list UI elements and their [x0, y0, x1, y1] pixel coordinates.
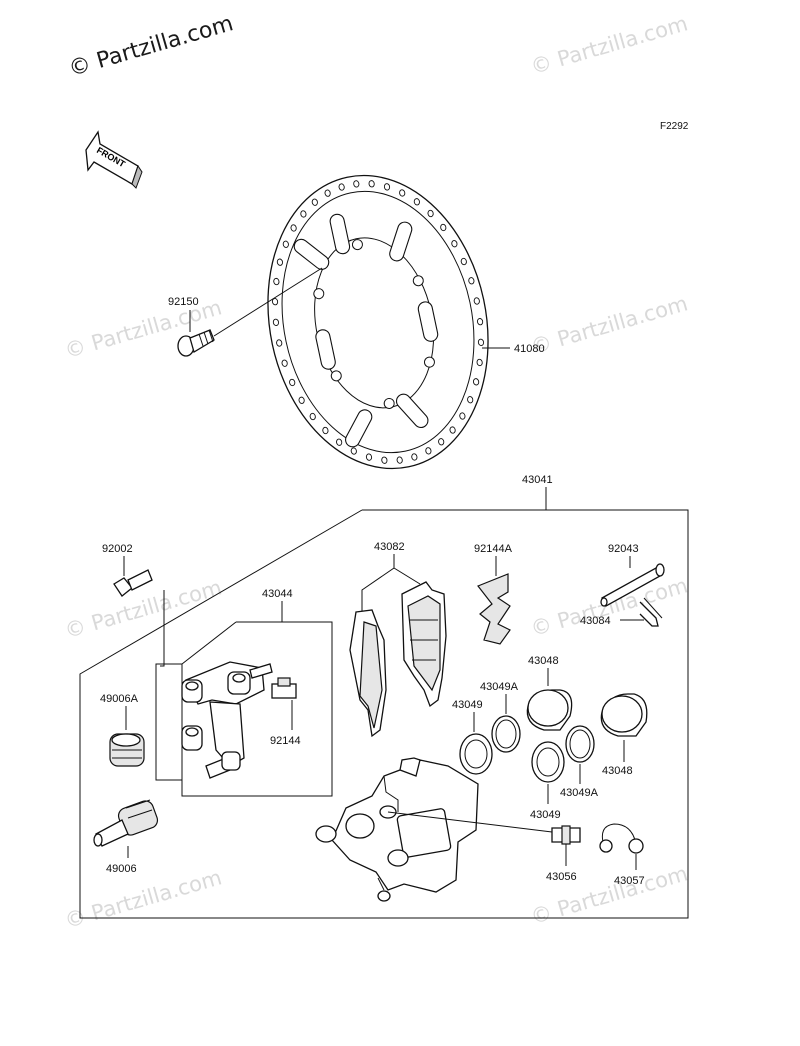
disc-hole: [460, 257, 467, 266]
bracket-frame: [155, 621, 333, 797]
disc-hole: [281, 359, 288, 367]
disc-hole: [476, 358, 483, 367]
seal-ring-right-a: [565, 725, 595, 763]
disc-hole: [396, 456, 403, 464]
disc-hole: [399, 189, 406, 197]
disc-hole: [273, 277, 280, 286]
disc-hole: [336, 438, 343, 446]
caliper-bracket: [181, 661, 273, 779]
pad-spring: [477, 573, 511, 645]
callout-92144A: 92144A: [474, 543, 513, 555]
disc-hole: [322, 426, 329, 435]
brake-disc: [267, 174, 489, 470]
seal-right: [531, 741, 565, 783]
disc-hole: [477, 338, 485, 346]
disc-hole: [353, 180, 360, 188]
front-arrow-icon: FRONT: [85, 130, 143, 189]
callout-43049-left: 43049: [452, 699, 483, 711]
seal-left: [459, 733, 493, 775]
figure-code: F2292: [660, 121, 689, 132]
disc-hole: [451, 240, 458, 248]
disc-bolt: [177, 329, 215, 357]
disc-hole: [276, 339, 283, 347]
disc-hole: [459, 412, 466, 420]
disc-hole: [311, 198, 318, 206]
pin-clip: [639, 597, 663, 627]
disc-hole: [324, 189, 331, 197]
bleeder-valve: [551, 825, 581, 866]
pad-spring-clip: [271, 677, 297, 699]
callout-41080: 41080: [514, 343, 545, 355]
disc-hole: [473, 378, 480, 386]
disc-hole: [425, 447, 432, 455]
callout-92150: 92150: [168, 296, 199, 308]
disc-hole: [365, 453, 373, 461]
disc-hole: [440, 223, 447, 232]
disc-hole: [276, 258, 283, 266]
caliper-assembly-frame: [79, 509, 689, 919]
caliper-body: [315, 757, 479, 902]
callout-43048-right: 43048: [602, 765, 633, 777]
boot-49006: [93, 799, 159, 847]
callout-43049A-right: 43049A: [560, 787, 599, 799]
disc-hole: [468, 277, 475, 285]
piston-upper: [526, 689, 573, 731]
callout-92002: 92002: [102, 543, 133, 555]
callout-43082: 43082: [374, 541, 405, 553]
disc-hole: [381, 456, 388, 464]
disc-hole: [413, 198, 420, 206]
disc-hole: [411, 453, 418, 461]
disc-hole: [309, 412, 316, 421]
callout-43049-right: 43049: [530, 809, 561, 821]
disc-hole: [467, 396, 474, 404]
callout-92144: 92144: [270, 735, 301, 747]
callout-43056: 43056: [546, 871, 577, 883]
brake-pads: [349, 581, 447, 738]
disc-hole: [438, 438, 445, 446]
boot-49006A: [109, 733, 145, 767]
disc-hole: [383, 183, 391, 191]
caliper-bolt: [113, 569, 153, 597]
disc-hole: [338, 183, 345, 191]
disc-hole: [272, 318, 280, 326]
callout-92043: 92043: [608, 543, 639, 555]
callout-43044: 43044: [262, 588, 293, 600]
disc-hole: [300, 210, 307, 218]
callout-49006: 49006: [106, 863, 137, 875]
callout-43057: 43057: [614, 875, 645, 887]
disc-hole: [368, 180, 375, 188]
disc-hole: [476, 318, 484, 326]
bleeder-cap: [599, 823, 644, 854]
callout-43048-upper: 43048: [528, 655, 559, 667]
disc-hole: [282, 240, 289, 248]
disc-hole: [449, 426, 456, 434]
callout-49006A: 49006A: [100, 693, 139, 705]
callout-43084: 43084: [580, 615, 611, 627]
disc-hole: [290, 224, 297, 232]
callout-43049A-upper: 43049A: [480, 681, 519, 693]
piston-right: [600, 693, 648, 737]
disc-holes: [271, 180, 485, 464]
disc-hole: [350, 447, 357, 455]
disc-hole: [473, 297, 480, 305]
seal-ring-upper-a: [491, 715, 521, 753]
callout-43041: 43041: [522, 474, 553, 486]
pad-pin: [600, 563, 665, 607]
disc-hole: [298, 396, 305, 404]
disc-hole: [289, 378, 296, 387]
disc-hole: [427, 209, 434, 218]
